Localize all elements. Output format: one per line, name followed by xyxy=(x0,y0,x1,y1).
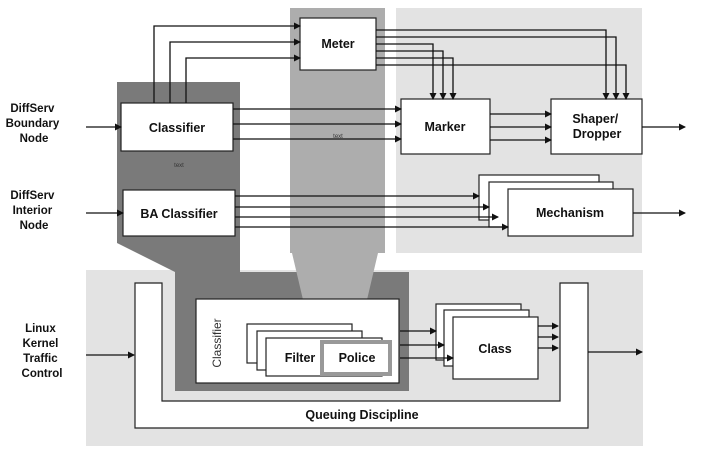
meter-to-marker-line-1 xyxy=(376,43,437,100)
queuing-discipline-box xyxy=(134,282,589,429)
marker-label: Marker xyxy=(425,120,466,134)
funnel-small-text-1: text xyxy=(174,163,184,169)
boundary-node-line-1: DiffServ xyxy=(10,103,55,115)
linux-node-line-1: Linux xyxy=(25,323,56,335)
classifier-to-meter-line-1 xyxy=(153,22,301,103)
shaper-label: Shaper/ Dropper xyxy=(572,112,621,141)
police-label: Police xyxy=(339,351,376,365)
police-box xyxy=(320,340,392,376)
ba-classifier-label: BA Classifier xyxy=(140,207,217,221)
class-box xyxy=(452,316,539,380)
interior-node-label: DiffServ Interior Node xyxy=(10,190,57,232)
meter-label: Meter xyxy=(321,37,354,51)
mechanism-label: Mechanism xyxy=(536,206,604,220)
linux-node-line-2: Kernel xyxy=(23,338,59,350)
funnel-small-text-2: text xyxy=(333,134,343,140)
queuing-discipline-label: Queuing Discipline xyxy=(305,408,418,422)
classifier-label: Classifier xyxy=(149,121,205,135)
boundary-node-line-3: Node xyxy=(20,133,49,145)
meter-to-shaper-line-3 xyxy=(376,64,630,100)
meter-mapping-funnel xyxy=(290,8,385,338)
classifier-box xyxy=(120,102,234,152)
interior-node-line-3: Node xyxy=(20,220,49,232)
inner-classifier-label: Classifier xyxy=(210,318,224,367)
shaper-label-line-2: Dropper xyxy=(573,127,622,141)
shaper-label-line-1: Shaper/ xyxy=(572,112,618,126)
classifier-to-meter-line-3 xyxy=(185,54,301,103)
boundary-node-line-2: Boundary xyxy=(6,118,60,130)
meter-to-marker-line-2 xyxy=(376,50,447,100)
interior-node-line-2: Interior xyxy=(13,205,53,217)
linux-node-line-4: Control xyxy=(22,368,63,380)
meter-to-shaper-line-2 xyxy=(376,36,620,100)
class-label: Class xyxy=(478,342,511,356)
linux-node-label: Linux Kernel Traffic Control xyxy=(22,323,63,380)
shaper-dropper-box xyxy=(550,98,643,155)
classifier-to-meter-line-2 xyxy=(169,38,301,103)
interior-node-line-1: DiffServ xyxy=(10,190,55,202)
mechanism-box xyxy=(507,188,634,237)
meter-to-shaper-line-1 xyxy=(376,29,610,100)
boundary-node-label: DiffServ Boundary Node xyxy=(6,103,63,145)
filter-label: Filter xyxy=(285,351,316,365)
ba-classifier-box xyxy=(122,189,236,237)
linux-node-line-3: Traffic xyxy=(23,353,58,365)
meter-to-marker-line-3 xyxy=(376,57,457,100)
